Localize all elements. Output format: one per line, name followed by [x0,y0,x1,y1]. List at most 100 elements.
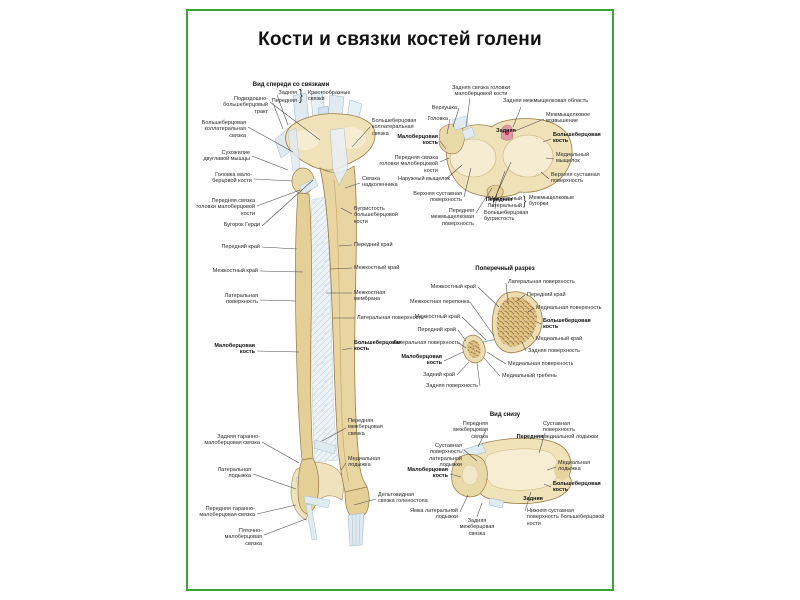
leader-line [514,118,545,132]
lateral-malleolus-facet [461,464,479,486]
anatomy-label: Передний край [354,242,393,248]
anterior-ligament-fibular-head [299,177,319,195]
anatomy-label: Передняя связка головки малоберцовой кос… [196,198,255,217]
anatomy-label: Малоберцовая кость [407,467,448,480]
anatomy-poster: Кости и связки костей голени [186,9,614,591]
anatomy-label: Большеберцовая кость [354,340,402,353]
anatomy-label: Большеберцовая кость [543,318,591,331]
deltoid-ligament-striae [351,513,361,546]
leader-line [538,432,546,454]
anatomy-label: Межкостная перепонка [410,299,470,305]
tibia-spongy-bone [496,297,538,347]
leader-line [439,157,450,163]
leader-line [483,357,501,377]
anatomy-label: Большеберцовая коллатеральная связка [201,120,246,139]
figure-heading: Поперечный разрез [475,266,535,272]
leader-line [477,429,487,448]
anatomy-label: Медиальная поверхность [508,361,574,367]
medial-condyle [502,134,554,178]
leader-line [439,140,447,150]
anatomy-label: Малоберцовая кость [214,343,255,356]
anatomy-label: Медиальный гребень [502,373,557,379]
anatomy-label: Ямка латеральной лодыжки [410,508,458,521]
leader-line [458,342,467,349]
anatomy-label: Передняя связка головки малоберцовой кос… [379,155,438,174]
leader-line [529,332,535,340]
tibia-anterior-crest [333,179,350,483]
leader-line [259,270,304,273]
anatomy-label: Связка надколенника [362,176,398,189]
leader-line [340,462,347,471]
leader-line [476,362,481,387]
anatomy-label: Верхняя суставная поверхность [413,191,462,204]
anatomy-label: Медиальная поверхность [536,305,602,311]
leader-line [344,182,361,189]
anatomy-label: Крестообразные связки [308,90,351,103]
anatomy-label: Латеральная поверхность [224,293,258,306]
leader-line [276,94,289,126]
leader-line [524,491,532,512]
leader-line [546,466,557,471]
anatomy-label: Малоберцовая кость [401,354,442,367]
leader-line [353,498,377,506]
anatomy-label: Медиальный мыщелок [556,152,590,165]
leader-line [269,101,321,141]
anatomy-label: Межмыщелковое возвышение [546,112,591,125]
anatomy-label: Задняя [278,90,297,96]
collateral-ligament-band [287,127,301,172]
anatomy-label: Пяточно-малоберцовая связка [224,528,262,547]
anatomy-label: Задняя межберцовая связка [459,518,495,537]
leader-line [545,157,555,160]
bottom-view-figure [451,437,572,509]
leader-line [341,347,353,351]
anterior-talofibular-ligament [303,495,331,509]
anatomy-label: Межкостный край [212,268,258,274]
leader-line [259,299,297,302]
leader-line [536,321,542,325]
fibula-spongy-bone [467,340,481,358]
leader-line [256,504,297,515]
leader-line [446,118,451,135]
leader-line [469,301,495,337]
anatomy-label: Задняя межмыщелковая область [503,98,589,104]
anatomy-label: Латеральная поверхность [393,340,460,346]
leader-line [256,350,300,353]
anatomy-label: Передний край [527,292,566,298]
leader-lines [247,94,557,536]
leader-line [443,351,464,362]
anatomy-label: Передняя таранно-малоберцовая связка [199,506,255,519]
anatomy-label: Передняя [516,434,544,440]
anatomy-label: Передняя межберцовая связка [453,421,488,440]
anatomy-label: Задняя связка головки малоберцовой кости [452,85,510,98]
anatomy-label: Передняя межмыщелковая поверхность [430,208,474,227]
leader-line [261,441,300,464]
leader-line [459,494,469,513]
bracket-glyph: } [523,193,527,208]
anatomy-label: Задняя [523,496,543,502]
leader-line [263,518,307,536]
leader-line [256,189,301,207]
medial-malleolus-shading [554,460,570,480]
leader-line [542,138,552,143]
anatomy-label: Передний край [221,244,260,250]
leader-line [540,171,550,180]
posterior-ligament-band [451,115,470,131]
leader-line [321,427,347,442]
anatomy-label: Дельтовидная связка голеностопа [378,492,428,505]
leader-line [253,178,293,182]
ligament-band [461,126,476,141]
patellar-ligament [329,127,349,186]
anatomy-label: Латеральная лодыжка [217,467,251,480]
leader-line [330,267,353,270]
label-layer: Вид спереди со связками}Подвздошно-больш… [186,9,614,591]
anatomy-label: Верхушка [431,105,457,111]
anatomy-label: Передняя [485,197,513,203]
eminence-marker [504,130,510,136]
leader-line [247,126,294,153]
figure-heading: Вид снизу [489,412,521,418]
top-view-figure [438,115,573,200]
calcaneofibular-ligament [305,503,318,541]
anatomy-label: Задняя поверхность [426,383,479,389]
anatomy-label: Бугристость большеберцовой кости [354,206,398,225]
anatomy-label: Межкостный край [430,284,476,290]
